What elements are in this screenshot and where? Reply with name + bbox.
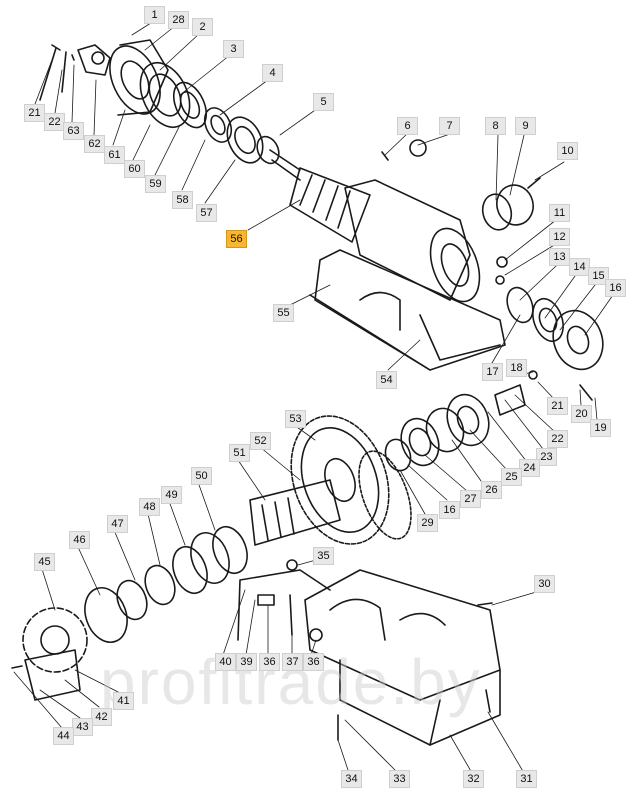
bracket-part (77, 44, 111, 76)
callout-label-30[interactable]: 30 (534, 575, 555, 593)
callout-label-9[interactable]: 9 (515, 117, 536, 135)
callout-label-54[interactable]: 54 (376, 371, 397, 389)
gear-housing-part (309, 179, 506, 371)
callout-label-42[interactable]: 42 (91, 708, 112, 726)
callout-label-56[interactable]: 56 (226, 230, 247, 248)
callout-label-15[interactable]: 15 (588, 267, 609, 285)
callout-label-62[interactable]: 62 (84, 135, 105, 153)
flange-part (109, 39, 169, 116)
callout-label-26[interactable]: 26 (481, 481, 502, 499)
callout-label-27[interactable]: 27 (460, 490, 481, 508)
callout-label-8[interactable]: 8 (485, 117, 506, 135)
callout-label-44[interactable]: 44 (53, 727, 74, 745)
callout-label-32[interactable]: 32 (463, 770, 484, 788)
callout-label-46[interactable]: 46 (69, 531, 90, 549)
cover-plate-part (481, 177, 541, 231)
callout-label-24[interactable]: 24 (519, 459, 540, 477)
shaft-ring-set-part (84, 525, 248, 643)
callout-label-17[interactable]: 17 (482, 363, 503, 381)
callout-label-5[interactable]: 5 (313, 93, 334, 111)
callout-label-36b[interactable]: 36 (303, 653, 324, 671)
callout-label-57[interactable]: 57 (196, 204, 217, 222)
callout-label-3[interactable]: 3 (223, 40, 244, 58)
callout-label-43[interactable]: 43 (72, 718, 93, 736)
callout-label-13[interactable]: 13 (549, 248, 570, 266)
callout-label-29[interactable]: 29 (417, 514, 438, 532)
callout-label-6[interactable]: 6 (397, 117, 418, 135)
callout-label-19[interactable]: 19 (590, 419, 611, 437)
worm-shaft-part (269, 149, 371, 243)
bearing-part (226, 116, 280, 165)
callout-label-22b[interactable]: 22 (547, 430, 568, 448)
callout-label-49[interactable]: 49 (161, 486, 182, 504)
callout-label-48[interactable]: 48 (139, 498, 160, 516)
callout-label-45[interactable]: 45 (34, 553, 55, 571)
callout-label-10[interactable]: 10 (557, 142, 578, 160)
callout-label-21b[interactable]: 21 (547, 397, 568, 415)
callout-label-14[interactable]: 14 (569, 258, 590, 276)
callout-label-60[interactable]: 60 (124, 160, 145, 178)
callout-label-2[interactable]: 2 (192, 18, 213, 36)
right-bearing-stack-part (506, 286, 604, 371)
callout-label-47[interactable]: 47 (107, 515, 128, 533)
callout-label-40[interactable]: 40 (215, 653, 236, 671)
sprocket-part (11, 607, 88, 701)
callout-label-28[interactable]: 28 (168, 11, 189, 29)
callout-label-4[interactable]: 4 (262, 64, 283, 82)
callout-label-35[interactable]: 35 (313, 547, 334, 565)
callout-label-11[interactable]: 11 (549, 204, 570, 222)
callout-label-12[interactable]: 12 (549, 228, 570, 246)
leader-lines (13, 20, 614, 774)
callout-label-16b[interactable]: 16 (439, 501, 460, 519)
callout-label-20[interactable]: 20 (571, 405, 592, 423)
callout-label-1[interactable]: 1 (144, 6, 165, 24)
callout-label-16[interactable]: 16 (605, 279, 626, 297)
bolt-21-22-part (39, 44, 75, 101)
output-shaft-part (249, 479, 341, 546)
callout-label-59[interactable]: 59 (145, 175, 166, 193)
callout-label-31[interactable]: 31 (516, 770, 537, 788)
nut-part (495, 256, 508, 285)
eye-bolt-part (381, 139, 427, 161)
callout-label-41[interactable]: 41 (113, 692, 134, 710)
callout-label-21a[interactable]: 21 (24, 104, 45, 122)
callout-label-50[interactable]: 50 (191, 467, 212, 485)
callout-label-7[interactable]: 7 (439, 117, 460, 135)
callout-label-39[interactable]: 39 (236, 653, 257, 671)
callout-label-55[interactable]: 55 (273, 304, 294, 322)
callout-label-22a[interactable]: 22 (44, 113, 65, 131)
callout-label-33[interactable]: 33 (389, 770, 410, 788)
callout-label-58[interactable]: 58 (172, 191, 193, 209)
callout-label-34[interactable]: 34 (341, 770, 362, 788)
worm-gear-wheel-part (290, 415, 412, 545)
callout-label-53[interactable]: 53 (285, 410, 306, 428)
callout-label-23[interactable]: 23 (536, 448, 557, 466)
right-shaft-end-part (384, 370, 593, 472)
callout-label-18[interactable]: 18 (506, 359, 527, 377)
callout-label-63[interactable]: 63 (63, 122, 84, 140)
callout-label-51[interactable]: 51 (229, 444, 250, 462)
callout-label-52[interactable]: 52 (250, 432, 271, 450)
ring-set-part (172, 81, 233, 143)
callout-label-36a[interactable]: 36 (259, 653, 280, 671)
callout-label-25[interactable]: 25 (501, 468, 522, 486)
callout-label-61[interactable]: 61 (104, 146, 125, 164)
oil-tube-part (237, 559, 331, 642)
lower-housing-part (304, 569, 501, 746)
callout-label-37[interactable]: 37 (282, 653, 303, 671)
